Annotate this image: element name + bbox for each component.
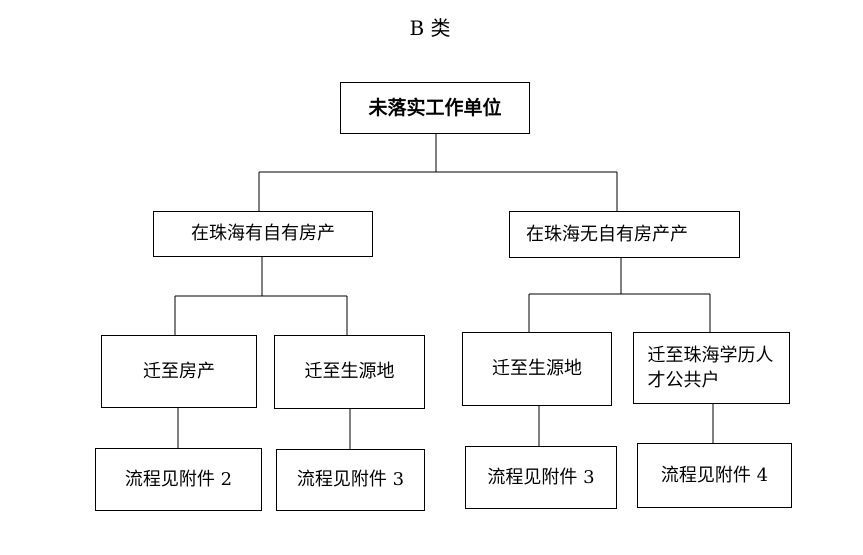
node-ll-leaf-label: 流程见附件 2: [124, 468, 233, 490]
node-rl: 迁至生源地: [462, 332, 612, 406]
node-root-label: 未落实工作单位: [368, 96, 502, 119]
node-right-mid-label: 在珠海无自有房产产: [526, 223, 688, 245]
node-right-mid: 在珠海无自有房产产: [509, 211, 740, 258]
node-ll: 迁至房产: [101, 335, 257, 408]
node-root: 未落实工作单位: [340, 82, 530, 134]
node-lr-label: 迁至生源地: [304, 361, 395, 383]
diagram-title: B 类: [409, 16, 451, 40]
node-lr-leaf: 流程见附件 3: [276, 449, 425, 511]
node-ll-leaf: 流程见附件 2: [95, 448, 262, 511]
node-left-mid: 在珠海有自有房产: [153, 211, 373, 257]
node-rl-leaf-label: 流程见附件 3: [487, 466, 595, 488]
node-ll-label: 迁至房产: [143, 360, 215, 382]
node-rl-label: 迁至生源地: [492, 358, 582, 380]
node-rr-leaf: 流程见附件 4: [637, 443, 792, 508]
node-rl-leaf: 流程见附件 3: [465, 446, 617, 509]
node-rr-leaf-label: 流程见附件 4: [660, 464, 769, 486]
node-rr: 迁至珠海学历人才公共户: [633, 332, 790, 404]
node-rr-label: 迁至珠海学历人才公共户: [647, 344, 774, 391]
node-lr: 迁至生源地: [274, 335, 425, 409]
node-left-mid-label: 在珠海有自有房产: [191, 223, 335, 245]
node-lr-leaf-label: 流程见附件 3: [296, 469, 405, 491]
